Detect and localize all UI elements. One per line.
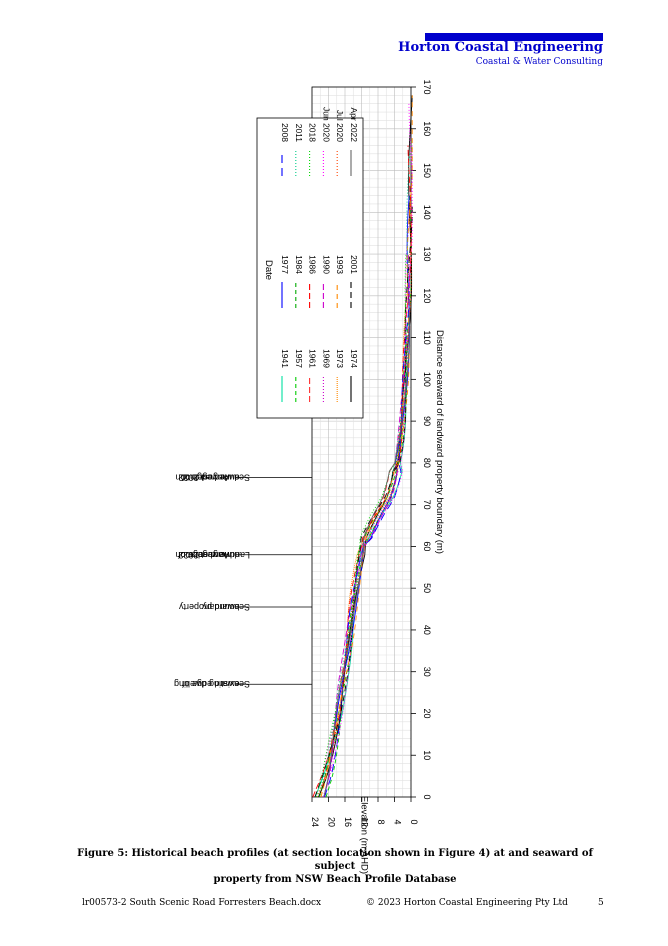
legend-label: 1974 — [349, 349, 359, 368]
legend-label: Jul 2020 — [335, 110, 345, 142]
x-tick-label: 170 — [422, 79, 432, 94]
profile-series-group — [312, 95, 413, 798]
annotation-label: dune vegetation — [175, 473, 239, 483]
legend-label: 1990 — [321, 255, 331, 274]
x-tick-label: 160 — [422, 121, 432, 136]
x-tick-label: 140 — [422, 205, 432, 220]
annotation-label: Seaward edge of — [181, 473, 250, 483]
x-tick-label: 50 — [422, 583, 432, 593]
legend-label: 2001 — [349, 255, 359, 274]
x-axis-title: Distance seaward of landward property bo… — [434, 330, 445, 554]
x-tick-label: 110 — [422, 330, 432, 344]
profile-line — [314, 203, 413, 798]
y-tick-label: 24 — [310, 817, 320, 827]
legend-title: Date — [263, 260, 274, 280]
legend-label: 1973 — [335, 349, 345, 368]
footer-copyright: © 2023 Horton Coastal Engineering Pty Lt… — [366, 898, 568, 908]
annotation-label: existing dwelling — [174, 679, 240, 689]
x-tick-label: 90 — [422, 416, 432, 426]
x-tick-label: 80 — [422, 458, 432, 468]
legend-label: 1984 — [294, 255, 304, 274]
y-tick-label: 12 — [360, 817, 370, 827]
caption-line-1: Figure 5: Historical beach profiles (at … — [77, 848, 593, 872]
legend-label: 2008 — [280, 123, 290, 142]
profile-line — [316, 203, 412, 798]
annotation-label: Landward edge of — [177, 550, 250, 560]
legend-label: 1941 — [280, 349, 290, 368]
y-axis-title: Elevation (m AHD) — [359, 796, 370, 874]
annotation-label: August 2022 — [178, 550, 229, 560]
company-tagline: Coastal & Water Consulting — [475, 57, 603, 67]
caption-line-2: property from NSW Beach Profile Database — [213, 874, 457, 885]
x-tick-label: 30 — [422, 667, 432, 677]
x-tick-label: 0 — [422, 794, 432, 799]
legend-box — [256, 117, 364, 419]
brand-bar — [425, 33, 603, 41]
y-tick-label: 16 — [343, 817, 353, 827]
legend-label: 1961 — [308, 349, 318, 368]
y-tick-label: 20 — [327, 817, 337, 827]
footer-document-name: lr00573-2 South Scenic Road Forresters B… — [82, 898, 322, 908]
legend-label: 1969 — [321, 349, 331, 368]
x-tick-label: 70 — [422, 500, 432, 510]
annotation-label: boundary — [201, 602, 239, 612]
profile-line — [315, 145, 413, 798]
y-tick-label: 0 — [409, 819, 419, 824]
profile-line — [324, 304, 410, 798]
legend-label: Apr 2022 — [349, 108, 359, 143]
legend-label: 1977 — [280, 255, 290, 274]
annotation-label: Seaward property — [178, 602, 250, 612]
footer-page-number: 5 — [598, 898, 604, 908]
annotation-label: Seaward edge of — [181, 679, 250, 689]
legend-label: 2011 — [294, 124, 304, 143]
legend-label: 1986 — [308, 255, 318, 274]
x-tick-label: 20 — [422, 708, 432, 718]
annotation-label: dune vegetation — [175, 550, 239, 560]
y-tick-label: 4 — [393, 819, 403, 824]
profile-line — [315, 254, 408, 798]
legend-label: 1957 — [294, 349, 304, 368]
x-tick-label: 100 — [422, 372, 432, 387]
legend-label: Jun 2020 — [321, 107, 331, 142]
company-name: Horton Coastal Engineering — [398, 40, 603, 55]
legend-label: 2018 — [308, 123, 318, 142]
y-tick-label: 8 — [376, 819, 386, 824]
profile-line — [323, 312, 410, 798]
x-tick-label: 40 — [422, 625, 432, 635]
figure-caption: Figure 5: Historical beach profiles (at … — [70, 847, 600, 886]
legend-label: 1993 — [335, 255, 345, 274]
annotation-label: August 2022 — [178, 473, 229, 483]
x-tick-label: 120 — [422, 288, 432, 303]
profile-line — [323, 254, 411, 798]
x-tick-label: 60 — [422, 541, 432, 551]
x-tick-label: 150 — [422, 163, 432, 178]
x-tick-label: 130 — [422, 247, 432, 262]
x-tick-label: 10 — [422, 750, 432, 760]
